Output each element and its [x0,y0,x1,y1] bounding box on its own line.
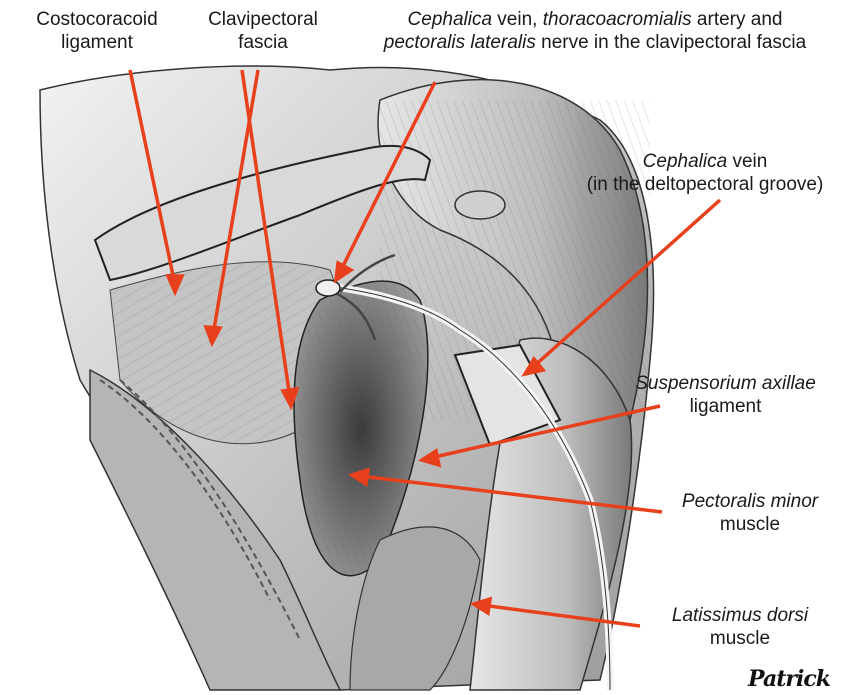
arrow-pectoralis-minor [359,474,663,514]
coracoid-process [454,190,506,220]
label-cephalica-vein-groove: Cephalica vein (in the deltopectoral gro… [586,151,824,195]
label-clavipectoral-fascia: Clavipectoral fascia [208,9,318,53]
arrow-latissimus [481,603,641,628]
label-costocoracoid-ligament: Costocoracoid ligament [36,9,158,53]
arrow-suspensorium [429,404,661,460]
vessel-loop [315,279,341,297]
pointer-arrows [128,69,722,628]
artist-signature: Patrick [748,666,831,692]
arrow-cephalica-groove [530,198,722,370]
arrow-clavipectoral-2 [240,69,292,399]
arrow-cephalica-top [338,81,437,273]
label-cephalica-vein-fascia: Cephalica vein, thoracoacromialis artery… [383,9,807,53]
label-suspensorium-axillae: Suspensorium axillae ligament [635,373,816,417]
label-pectoralis-minor: Pectoralis minor muscle [681,491,819,535]
chest-wall [89,368,342,691]
arrow-clavipectoral-1 [211,69,260,336]
latissimus-dorsi [349,526,481,691]
arrow-costocoracoid [128,69,177,286]
suspensorium-window [453,343,562,447]
label-latissimus-dorsi: Latissimus dorsi muscle [671,605,809,649]
